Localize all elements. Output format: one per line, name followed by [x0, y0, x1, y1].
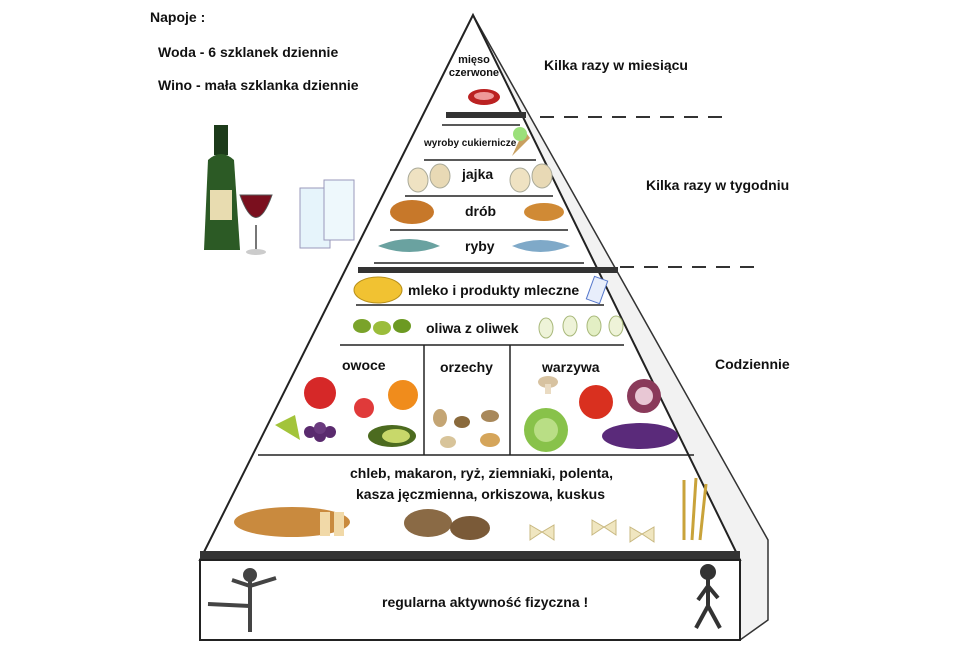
frequency-daily: Codziennie: [715, 356, 790, 372]
bread-icon: [234, 507, 350, 537]
tier-nuts-label: orzechy: [440, 359, 493, 375]
wine-bottle-icon: [204, 125, 240, 250]
water-recommendation: Woda - 6 szklanek dziennie: [158, 44, 339, 60]
nuts-icon: [433, 409, 500, 448]
olives-icon: [353, 315, 624, 339]
potatoes-icon: [404, 509, 490, 540]
tier-fruits-label: owoce: [342, 357, 386, 373]
water-glasses-icon: [299, 179, 355, 249]
tier-vegetables-label: warzywa: [542, 359, 600, 375]
frequency-weekly: Kilka razy w tygodniu: [646, 177, 790, 193]
fruits-icon: [275, 377, 418, 447]
dotted-bands: [200, 112, 740, 559]
cheese-icon: [353, 276, 403, 304]
tier-olive-oil-label: oliwa z oliwek: [426, 320, 519, 336]
tier-activity-label: regularna aktywność fizyczna !: [382, 594, 589, 610]
pasta-icon: [529, 519, 655, 543]
tier-dairy-label: mleko i produkty mleczne: [408, 282, 580, 298]
ice-cream-icon: [512, 127, 530, 156]
wheat-icon: [682, 477, 708, 541]
drinks-title: Napoje :: [150, 9, 206, 25]
fish-icon: [378, 239, 570, 252]
dancer-figure-icon: [207, 568, 277, 632]
frequency-dividers: [540, 116, 760, 268]
red-meat-icon: [468, 89, 500, 105]
milk-bottle-icon: [585, 275, 609, 305]
tier-poultry-label: drób: [465, 203, 497, 219]
wine-glass-icon: [239, 194, 273, 255]
tier-red-meat-label: mięso czerwone: [448, 54, 500, 79]
wine-recommendation: Wino - mała szklanka dziennie: [158, 77, 359, 93]
vegetables-icon: [524, 376, 678, 452]
tier-fish-label: ryby: [465, 238, 495, 254]
tier-separators: [258, 124, 694, 456]
pyramid-base: [199, 559, 741, 641]
tier-grains-label-line2: kasza jęczmienna, orkiszowa, kuskus: [356, 486, 606, 502]
tier-grains-label-line1: chleb, makaron, ryż, ziemniaki, polenta,: [350, 465, 613, 481]
tier-eggs-label: jajka: [462, 166, 494, 182]
tier-sweets-label: wyroby cukiernicze: [424, 138, 517, 149]
frequency-monthly: Kilka razy w miesiącu: [544, 57, 688, 73]
walking-man-icon: [694, 564, 722, 629]
eggs-icon: [407, 163, 553, 193]
chicken-icon: [390, 200, 564, 224]
